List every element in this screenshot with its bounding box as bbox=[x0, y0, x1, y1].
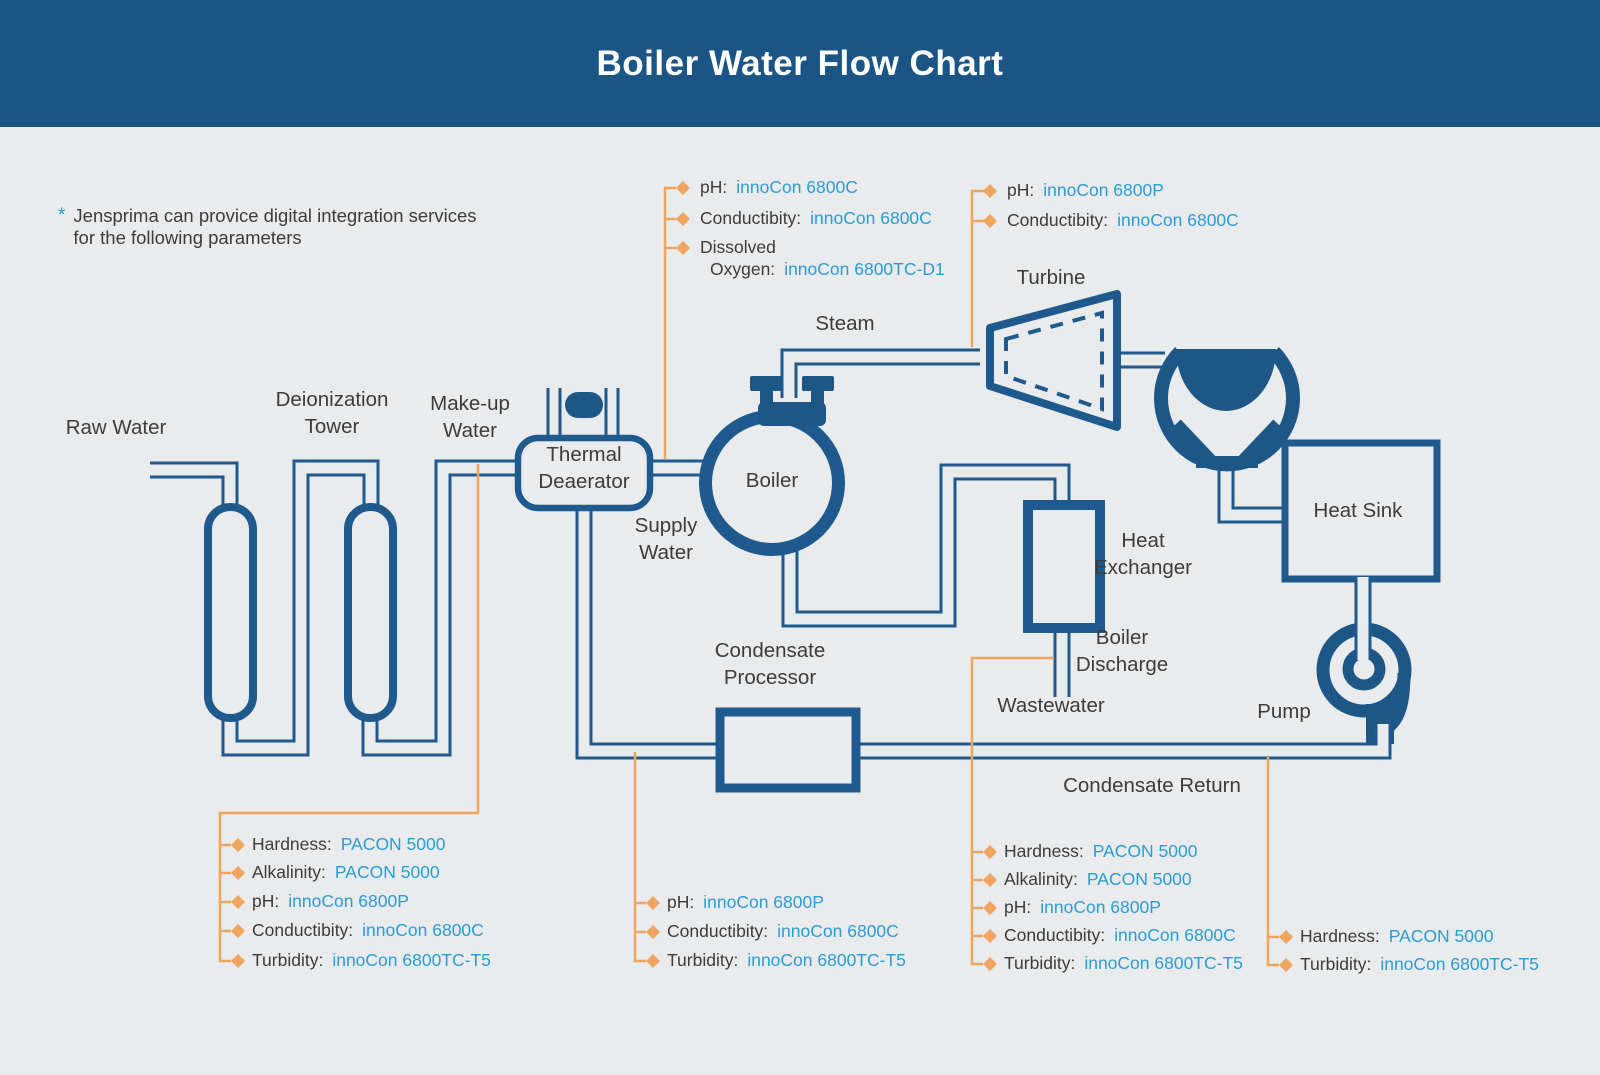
param-wastewater-ph: pH:innoCon 6800P bbox=[1004, 897, 1161, 917]
turbine-body bbox=[986, 290, 1121, 431]
param-condensate-conductibity: Conductibity:innoCon 6800C bbox=[667, 921, 899, 941]
param-supply-ph: pH:innoCon 6800C bbox=[700, 177, 858, 197]
condenser-bowl bbox=[1176, 349, 1276, 411]
param-condensate-ph: pH:innoCon 6800P bbox=[667, 892, 824, 912]
instrument-connectors bbox=[218, 181, 1293, 972]
thermal-deaerator-vessel bbox=[514, 434, 654, 512]
turbine-blades bbox=[1004, 310, 1104, 412]
label-pump: Pump bbox=[1257, 700, 1311, 723]
condensate-processor-box bbox=[715, 707, 861, 793]
header-banner: Boiler Water Flow Chart bbox=[0, 0, 1600, 127]
label-wastewater: Wastewater bbox=[997, 694, 1105, 717]
param-wastewater-conductibity: Conductibity:innoCon 6800C bbox=[1004, 925, 1236, 945]
param-wastewater-alkalinity: Alkalinity:PACON 5000 bbox=[1004, 869, 1192, 889]
heat-sink-box bbox=[1281, 439, 1441, 583]
pipes bbox=[150, 348, 1288, 760]
param-supply-conductibity: Conductibity:innoCon 6800C bbox=[700, 208, 932, 228]
param-supply-oxygen: Oxygen:innoCon 6800TC-D1 bbox=[710, 259, 945, 279]
asterisk-icon: * bbox=[58, 205, 66, 226]
pipes-over bbox=[715, 577, 1392, 793]
note-text: Jensprima can provice digital integratio… bbox=[73, 205, 477, 248]
param-wastewater-turbidity: Turbidity:innoCon 6800TC-T5 bbox=[1004, 953, 1243, 973]
param-makeup-hardness: Hardness:PACON 5000 bbox=[252, 834, 446, 854]
param-makeup-conductibity: Conductibity:innoCon 6800C bbox=[252, 920, 484, 940]
boiler-collar bbox=[758, 402, 826, 426]
label-steam: Steam bbox=[815, 312, 875, 335]
param-condensate-turbidity: Turbidity:innoCon 6800TC-T5 bbox=[667, 950, 906, 970]
deionization-tower-2 bbox=[344, 503, 397, 722]
deaerator-valve bbox=[565, 392, 603, 418]
label-turbine: Turbine bbox=[1016, 266, 1086, 289]
param-makeup-alkalinity: Alkalinity:PACON 5000 bbox=[252, 862, 440, 882]
page-title: Boiler Water Flow Chart bbox=[596, 43, 1004, 83]
param-return-hardness: Hardness:PACON 5000 bbox=[1300, 926, 1494, 946]
integration-note: * Jensprima can provice digital integrat… bbox=[58, 205, 477, 249]
param-supply-dissolved: Dissolved bbox=[700, 237, 776, 257]
equipment bbox=[204, 290, 1441, 744]
param-steam-ph: pH:innoCon 6800P bbox=[1007, 180, 1164, 200]
heat-exchanger-vessel bbox=[1023, 500, 1105, 633]
param-wastewater-hardness: Hardness:PACON 5000 bbox=[1004, 841, 1198, 861]
label-boiler: Boiler bbox=[745, 469, 799, 492]
param-steam-conductibity: Conductibity:innoCon 6800C bbox=[1007, 210, 1239, 230]
label-raw-water: Raw Water bbox=[65, 416, 167, 439]
param-makeup-turbidity: Turbidity:innoCon 6800TC-T5 bbox=[252, 950, 491, 970]
label-condensate-return: Condensate Return bbox=[1063, 774, 1241, 797]
param-return-turbidity: Turbidity:innoCon 6800TC-T5 bbox=[1300, 954, 1539, 974]
deionization-tower-1 bbox=[204, 503, 257, 722]
label-heat-sink: Heat Sink bbox=[1313, 499, 1403, 522]
param-makeup-ph: pH:innoCon 6800P bbox=[252, 891, 409, 911]
